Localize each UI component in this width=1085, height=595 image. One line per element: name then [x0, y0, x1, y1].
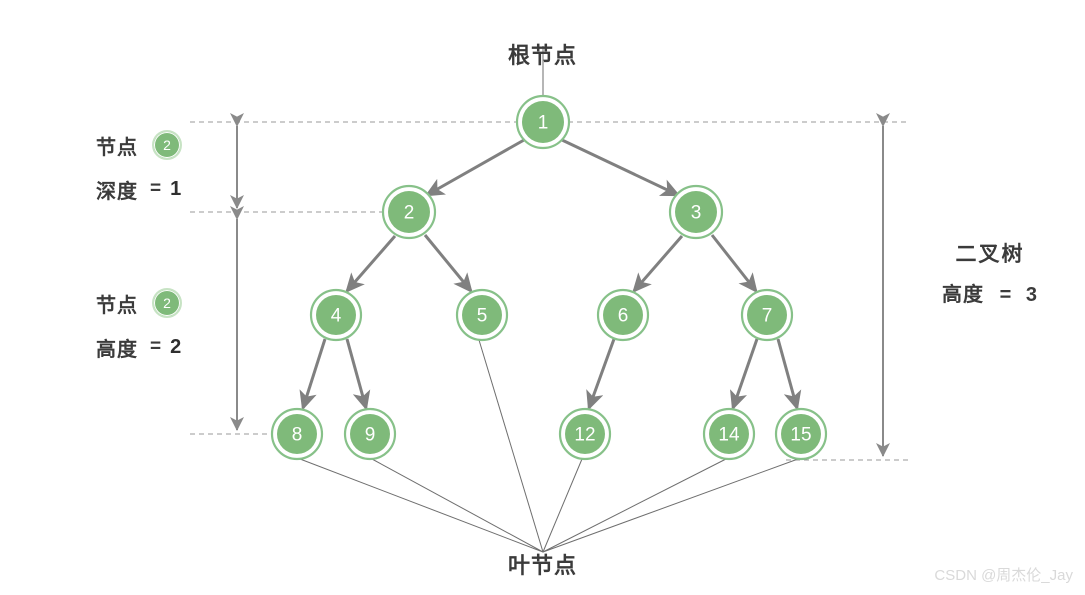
- edge-1-to-3: [561, 138, 681, 197]
- leaf-line-14: [542, 458, 727, 553]
- tree-node-6-label: 6: [618, 306, 629, 327]
- leaf-line-15: [542, 458, 799, 553]
- annotation-node-depth-metric: 深度: [96, 180, 138, 203]
- edge-7-to-15: [776, 338, 802, 411]
- edge-6-to-12: [586, 338, 616, 411]
- leaf-line-12: [542, 458, 583, 553]
- tree-node-15-label: 15: [790, 425, 811, 446]
- annotation-node-height-badge: 2: [152, 288, 182, 318]
- tree-node-3[interactable]: 3: [668, 184, 724, 240]
- annotation-node-height-word: 节点: [96, 294, 138, 317]
- edge-2-to-5: [423, 234, 473, 294]
- leaf-node-caption: 叶节点: [507, 553, 577, 578]
- tree-node-8-label: 8: [292, 425, 303, 446]
- csdn-watermark: CSDN @周杰伦_Jay: [934, 567, 1073, 584]
- annotation-node-depth-badge: 2: [152, 130, 182, 160]
- tree-node-15[interactable]: 15: [774, 407, 828, 461]
- tree-node-2[interactable]: 2: [381, 184, 437, 240]
- annotation-tree-height-metric: 高度: [942, 284, 985, 306]
- annotation-node-depth-word: 节点: [96, 136, 138, 159]
- tree-node-1-label: 1: [538, 113, 549, 134]
- root-node-caption: 根节点: [507, 43, 577, 68]
- tree-node-12[interactable]: 12: [558, 407, 612, 461]
- annotation-node-depth-row1: 节点 2: [96, 128, 182, 162]
- tree-node-8[interactable]: 8: [270, 407, 324, 461]
- annotation-node-height: 节点 2 高度 = 2: [96, 286, 182, 364]
- annotation-tree-height: 二叉树 高度 = 3: [915, 238, 1065, 307]
- tree-node-4-label: 4: [331, 306, 342, 327]
- edge-2-to-4: [345, 235, 397, 294]
- tree-node-3-label: 3: [691, 203, 702, 224]
- tree-node-12-label: 12: [574, 425, 595, 446]
- annotation-node-height-row2: 高度 = 2: [96, 330, 182, 364]
- annotation-tree-height-sub: 高度 = 3: [915, 278, 1065, 307]
- annotation-tree-height-equals: =: [999, 284, 1013, 306]
- annotation-tree-height-title: 二叉树: [955, 243, 1025, 266]
- annotation-node-depth-row2: 深度 = 1: [96, 172, 182, 206]
- leaf-line-5: [478, 339, 544, 553]
- tree-edges: [299, 138, 802, 411]
- tree-node-5-label: 5: [477, 306, 488, 327]
- tree-nodes: 1 2 3 4 5: [270, 94, 828, 461]
- tree-node-9[interactable]: 9: [343, 407, 397, 461]
- leaf-pointer-lines: [299, 339, 799, 553]
- tree-node-7-label: 7: [762, 306, 773, 327]
- edge-1-to-2: [424, 138, 525, 197]
- leaf-line-8: [299, 458, 544, 553]
- tree-node-6[interactable]: 6: [596, 288, 650, 342]
- annotation-node-height-row1: 节点 2: [96, 286, 182, 320]
- tree-node-5[interactable]: 5: [455, 288, 509, 342]
- edge-4-to-8: [299, 338, 327, 411]
- edge-7-to-14: [730, 338, 759, 411]
- leaf-line-9: [371, 458, 544, 553]
- annotation-node-height-value: 2: [170, 335, 182, 358]
- edge-3-to-6: [632, 235, 684, 294]
- edge-3-to-7: [710, 234, 758, 294]
- tree-node-1[interactable]: 1: [515, 94, 571, 150]
- annotation-node-height-metric: 高度: [96, 338, 138, 361]
- tree-node-14-label: 14: [718, 425, 740, 446]
- annotation-tree-height-value: 3: [1025, 284, 1038, 306]
- annotation-node-depth: 节点 2 深度 = 1: [96, 128, 182, 206]
- measure-arrows: [230, 113, 890, 457]
- tree-node-2-label: 2: [404, 203, 415, 224]
- annotation-node-depth-equals: =: [150, 178, 162, 199]
- tree-node-4[interactable]: 4: [309, 288, 363, 342]
- tree-node-7[interactable]: 7: [740, 288, 794, 342]
- tree-node-9-label: 9: [365, 425, 376, 446]
- edge-4-to-9: [345, 338, 371, 411]
- tree-node-14[interactable]: 14: [702, 407, 756, 461]
- annotation-node-depth-value: 1: [170, 177, 182, 200]
- annotation-node-height-equals: =: [150, 336, 162, 357]
